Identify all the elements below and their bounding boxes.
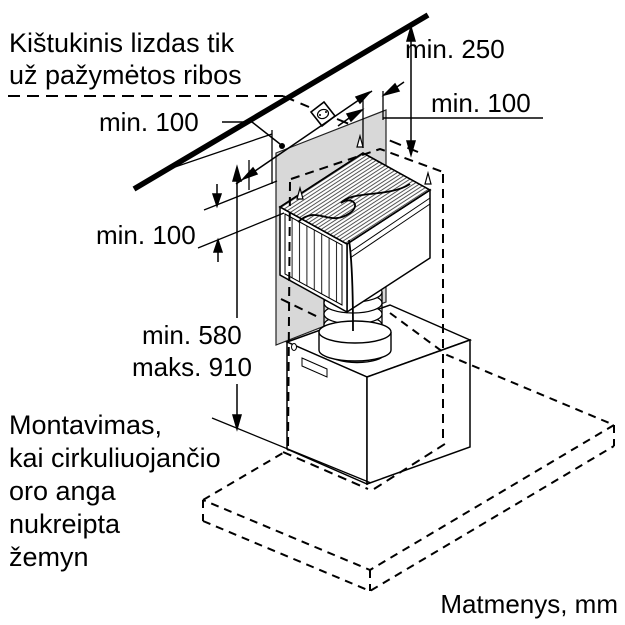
mounting-note-line1: Montavimas, bbox=[9, 410, 163, 440]
dim-min-100-socket bbox=[174, 90, 373, 190]
countertop-dashed-outline bbox=[202, 312, 615, 593]
duct-collar bbox=[318, 320, 392, 364]
mounting-tab-icon bbox=[424, 170, 432, 185]
mounting-note-line2: kai cirkuliuojančio bbox=[9, 443, 221, 473]
mounting-tab-icon bbox=[356, 133, 364, 148]
dim-label-min-250: min. 250 bbox=[405, 34, 505, 64]
dim-min-100-right bbox=[337, 81, 543, 148]
dim-label-maks-910: maks. 910 bbox=[132, 352, 252, 382]
mounting-tab-icon bbox=[296, 185, 304, 200]
dim-label-min-100-top: min. 100 bbox=[96, 220, 196, 250]
mounting-note-line3: oro anga bbox=[9, 476, 116, 506]
filter-unit bbox=[278, 133, 432, 332]
socket-note-line1: Kištukinis lizdas tik bbox=[9, 28, 235, 58]
mounting-note: Montavimas, kai cirkuliuojančio oro anga… bbox=[9, 409, 221, 574]
dim-height-580-910 bbox=[211, 164, 372, 484]
power-cable bbox=[297, 183, 411, 223]
mounting-note-line4: nukreipta bbox=[9, 509, 121, 539]
units-note: Matmenys, mm bbox=[440, 589, 618, 619]
chimney-dashed-outline bbox=[280, 147, 449, 490]
power-socket-icon bbox=[309, 100, 337, 128]
power-cable bbox=[348, 239, 354, 332]
dim-label-min-100-right: min. 100 bbox=[431, 88, 531, 118]
dim-label-min-100-socket: min. 100 bbox=[99, 107, 199, 137]
socket-note-line2: už pažymėtos ribos bbox=[9, 60, 242, 90]
dim-min-100-top bbox=[197, 180, 285, 262]
dim-min-250 bbox=[406, 24, 416, 158]
socket-note: Kištukinis lizdas tik už pažymėtos ribos bbox=[9, 27, 242, 91]
mounting-note-line5: žemyn bbox=[9, 542, 89, 572]
ceiling-line bbox=[132, 12, 430, 192]
dim-label-min-580: min. 580 bbox=[142, 320, 242, 350]
